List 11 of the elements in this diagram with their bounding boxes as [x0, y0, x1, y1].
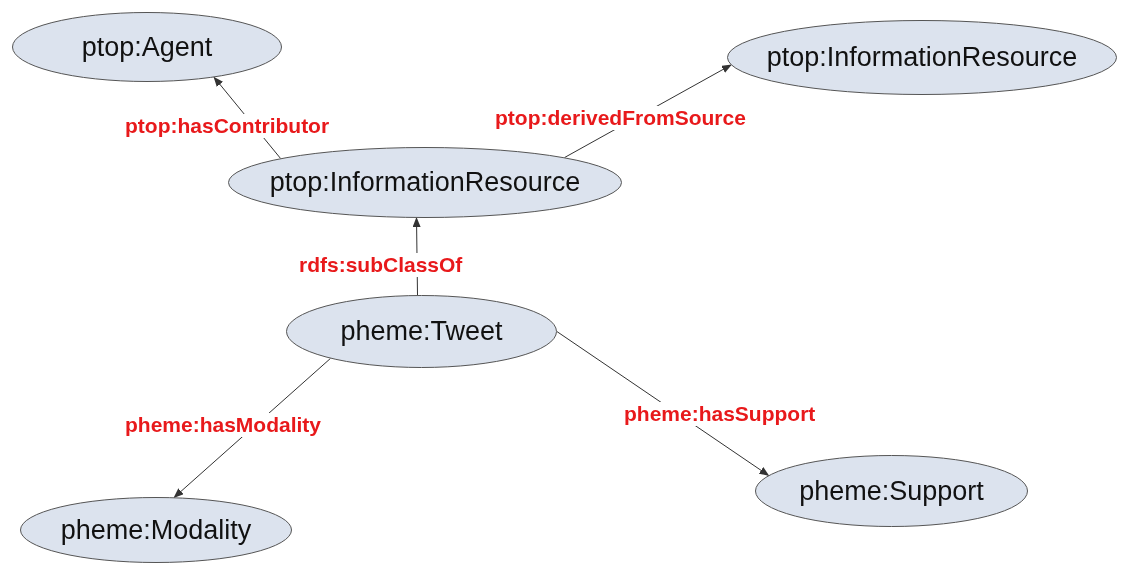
edge-label: ptop:derivedFromSource	[493, 106, 748, 130]
edge-label: pheme:hasSupport	[622, 402, 818, 426]
class-name: pheme:Tweet	[340, 316, 503, 347]
class-name: ptop:Agent	[81, 31, 213, 63]
edge-label: pheme:hasModality	[123, 413, 324, 437]
class-name: pheme:Modality	[60, 514, 252, 546]
edge-label: ptop:hasContributor	[123, 114, 332, 138]
class-name: ptop:InformationResource	[269, 167, 581, 198]
class-name: pheme:Support	[799, 475, 984, 507]
edge-label: rdfs:subClassOf	[297, 253, 465, 277]
class-name: ptop:InformationResource	[766, 42, 1078, 73]
